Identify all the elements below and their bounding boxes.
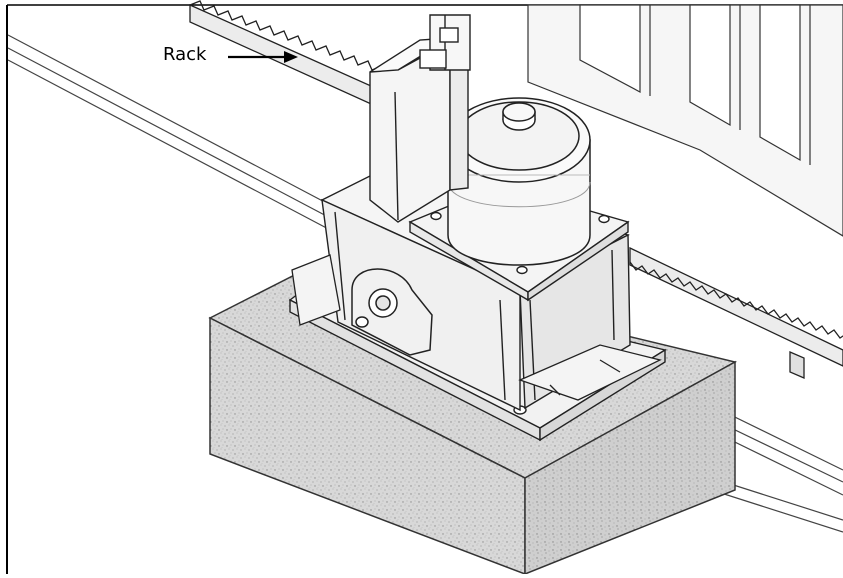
gear-rack-lower (629, 246, 843, 379)
rack-callout-label: Rack (163, 44, 207, 65)
control-board-cover (369, 14, 471, 223)
arrow-right-icon (228, 51, 298, 63)
base-feet (291, 254, 662, 401)
electric-motor (447, 97, 591, 266)
gate-panel (527, 4, 843, 237)
release-cover (351, 268, 433, 356)
